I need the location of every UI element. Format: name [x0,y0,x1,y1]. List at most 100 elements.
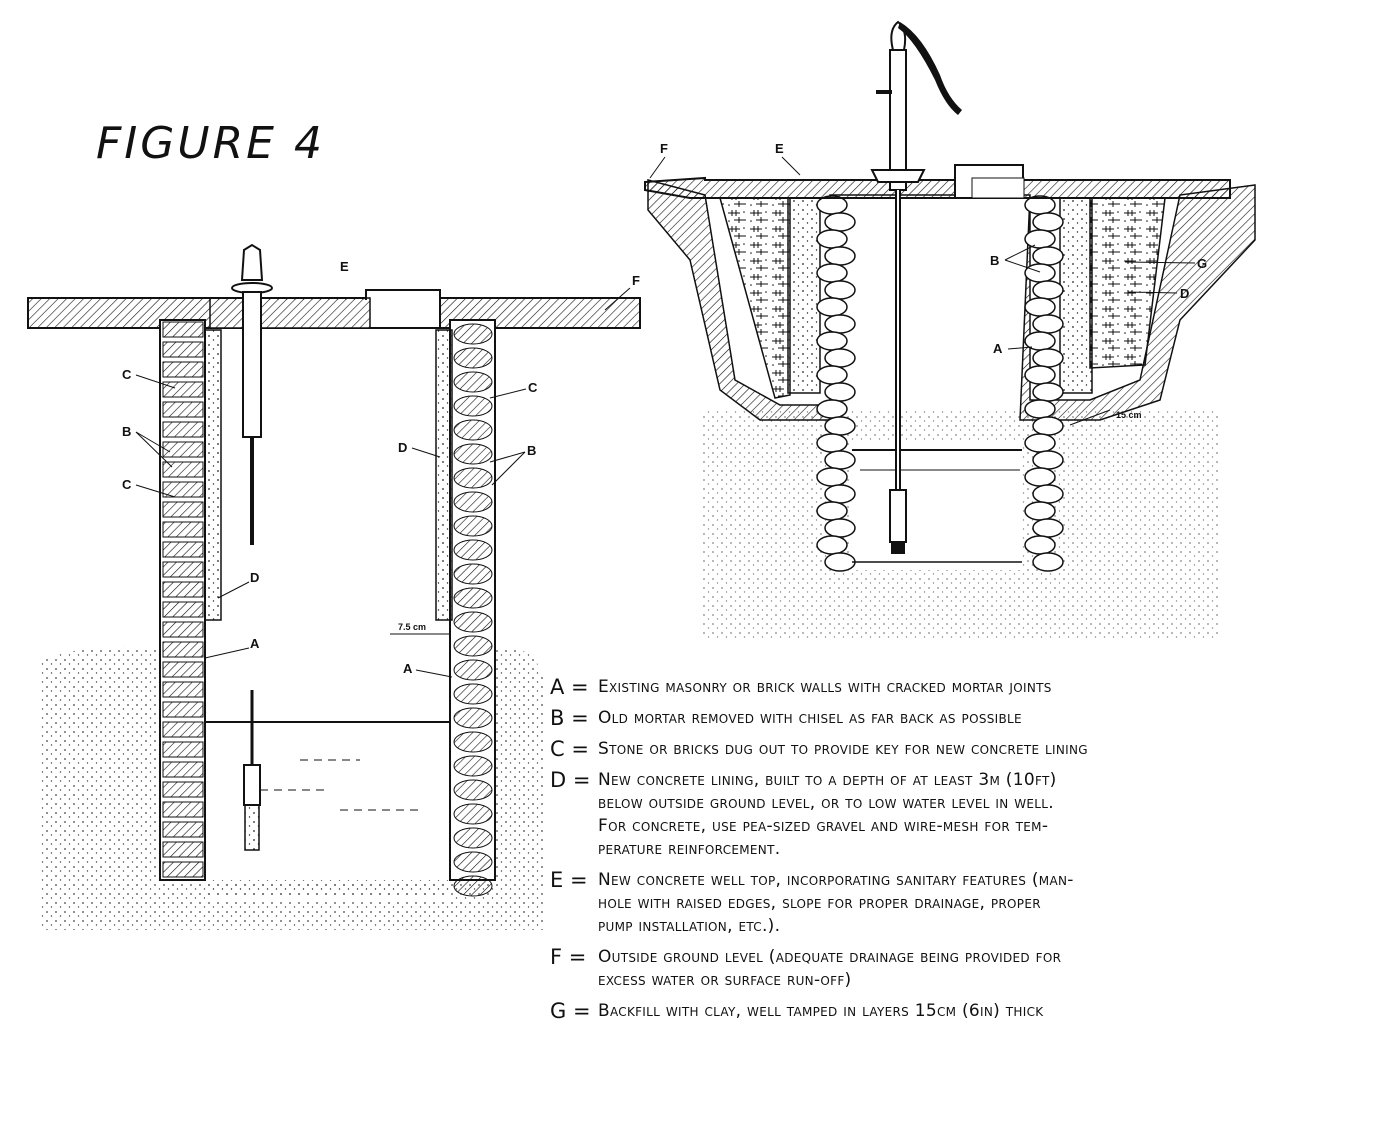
stone [453,347,493,369]
left-bricks [162,321,204,878]
stone [453,563,493,585]
brick [162,781,204,798]
brick [162,321,204,338]
legend-line: Backfill with clay, well tamped in layer… [598,1001,1044,1021]
legend-text: New concrete well top, incorporating san… [598,869,1074,938]
brick [162,421,204,438]
stone [453,827,493,849]
pump-pipe [231,243,273,851]
brick [162,481,204,498]
stone [824,314,856,334]
left-lining-right-diagram [787,197,821,394]
label-a-left: A [250,636,260,651]
brick [162,361,204,378]
brick [162,721,204,738]
stone [824,212,856,232]
stone [1032,314,1064,334]
stone [816,535,848,555]
stone [1024,263,1056,283]
stone [453,323,493,345]
legend-line: Outside ground level (adequate drainage … [598,947,1062,967]
label-a-right: A [403,661,413,676]
brick [162,801,204,818]
label-gap-right: 15 cm [1116,410,1142,420]
brick [162,601,204,618]
stone [1032,246,1064,266]
stone [1032,348,1064,368]
stone [453,515,493,537]
stone [453,875,493,897]
hand-pump [870,20,962,554]
legend-line: Old mortar removed with chisel as far ba… [598,708,1022,728]
stone [453,683,493,705]
stone [453,707,493,729]
stone [1032,552,1064,572]
stone [1024,365,1056,385]
brick [162,401,204,418]
legend-line: Existing masonry or brick walls with cra… [598,677,1052,697]
stone [1032,212,1064,232]
stone [1032,280,1064,300]
legend-line: excess water or surface run-off) [598,970,852,990]
legend-item: A =Existing masonry or brick walls with … [550,676,1350,699]
stone [824,484,856,504]
label-d-right-diagram: D [1180,286,1189,301]
stone [453,851,493,873]
brick [162,561,204,578]
label-gap-left: 7.5 cm [398,622,426,632]
legend-text: Old mortar removed with chisel as far ba… [598,707,1022,730]
legend-text: Stone or bricks dug out to provide key f… [598,738,1088,761]
stone [816,331,848,351]
label-c-left: C [122,367,132,382]
stone [824,246,856,266]
stone [824,552,856,572]
legend: A =Existing masonry or brick walls with … [550,676,1350,1031]
label-d-left: D [250,570,259,585]
brick [162,641,204,658]
legend-key: B = [550,706,589,730]
stone [1032,382,1064,402]
stone [816,263,848,283]
manhole-opening [365,289,441,329]
stone [824,280,856,300]
stone [816,365,848,385]
legend-item: G = Backfill with clay, well tamped in la… [550,1000,1350,1023]
label-a-right-diagram: A [993,341,1003,356]
legend-item: D =New concrete lining, built to a depth… [550,769,1350,861]
stone [453,635,493,657]
legend-text: Existing masonry or brick walls with cra… [598,676,1052,699]
brick [162,841,204,858]
soil-texture [40,646,545,930]
stone [1032,484,1064,504]
stone [1032,518,1064,538]
legend-line: Stone or bricks dug out to provide key f… [598,739,1088,759]
pump-handle [898,22,962,115]
right-well-diagram: F E B G D A 15 cm [644,20,1256,640]
stone [824,416,856,436]
brick [162,441,204,458]
label-b-left: B [122,424,131,439]
stone [816,399,848,419]
legend-line: For concrete, use pea-sized gravel and w… [598,816,1049,836]
brick [162,381,204,398]
right-lining-right-diagram [1059,197,1093,394]
stone [1024,467,1056,487]
legend-key: E = [550,868,588,892]
brick [162,681,204,698]
legend-item: C =Stone or bricks dug out to provide ke… [550,738,1350,761]
stone [816,433,848,453]
stone [453,419,493,441]
legend-item: F =Outside ground level (adequate draina… [550,946,1350,992]
stone [453,755,493,777]
stone [453,731,493,753]
stone [1024,433,1056,453]
legend-line: below outside ground level, or to low wa… [598,793,1054,813]
stone [453,443,493,465]
legend-text: Backfill with clay, well tamped in layer… [598,1000,1043,1023]
legend-key: D = [550,768,591,792]
stone [816,229,848,249]
legend-key: G = [550,999,591,1023]
brick [162,501,204,518]
label-c-left-2: C [122,477,132,492]
brick [162,521,204,538]
